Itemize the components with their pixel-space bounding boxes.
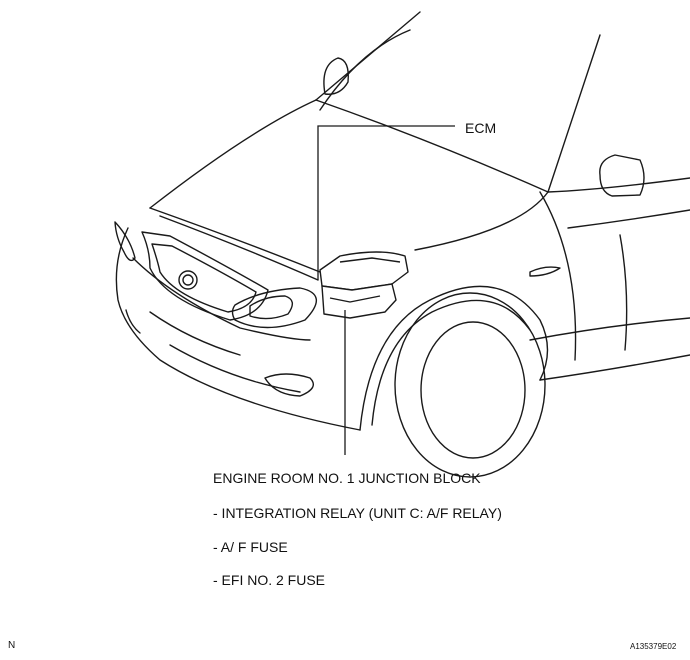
af-fuse-label: - A/ F FUSE [213,539,288,555]
fender-lower-line [567,209,690,229]
front-tire [394,292,546,478]
right-headlamp [231,287,317,329]
efi-no2-fuse-label: - EFI NO. 2 FUSE [213,572,326,588]
fog-lamp [264,373,314,397]
door-bottom [539,354,690,381]
bumper-outline [115,227,361,431]
ecm-top-detail [339,257,401,263]
junction-block-unit [321,283,397,319]
hood-center-crease [149,99,317,209]
side-sill [529,317,690,341]
ecm-leader-line [317,125,455,280]
fender-top [547,177,690,193]
figure-id: A135379E02 [630,642,677,651]
front-wheel-rim [420,321,526,459]
integration-relay-label: - INTEGRATION RELAY (UNIT C: A/F RELAY) [213,505,502,521]
hood-top-line [315,99,549,193]
hood-side-edge [414,191,549,251]
grille-emblem [178,270,198,290]
ecm-label: ECM [465,120,497,136]
wheel-arch-inner [371,299,531,426]
grille-outline [141,231,269,321]
left-headlamp [114,221,136,262]
grille-emblem-inner [182,274,194,286]
right-headlamp-inner [249,295,293,320]
hood-front-edge [149,207,321,273]
junction-block-detail [329,295,381,303]
door-front-line [539,191,577,361]
side-marker [529,266,561,277]
windshield-right-edge [547,34,601,193]
junction-block-label: ENGINE ROOM NO. 1 JUNCTION BLOCK [213,470,481,486]
lower-grille-line [169,344,301,393]
bumper-vent-left [125,309,141,334]
hood-front-inner [159,215,319,281]
grille-inner [151,243,257,313]
door-line [619,234,628,351]
ecm-unit [319,251,409,291]
wheel-arch [359,285,549,431]
lower-grille-left [149,311,241,356]
corner-code-n: N [8,640,16,651]
left-mirror [323,57,349,95]
windshield-inner-line [319,29,411,111]
right-mirror [599,154,645,197]
